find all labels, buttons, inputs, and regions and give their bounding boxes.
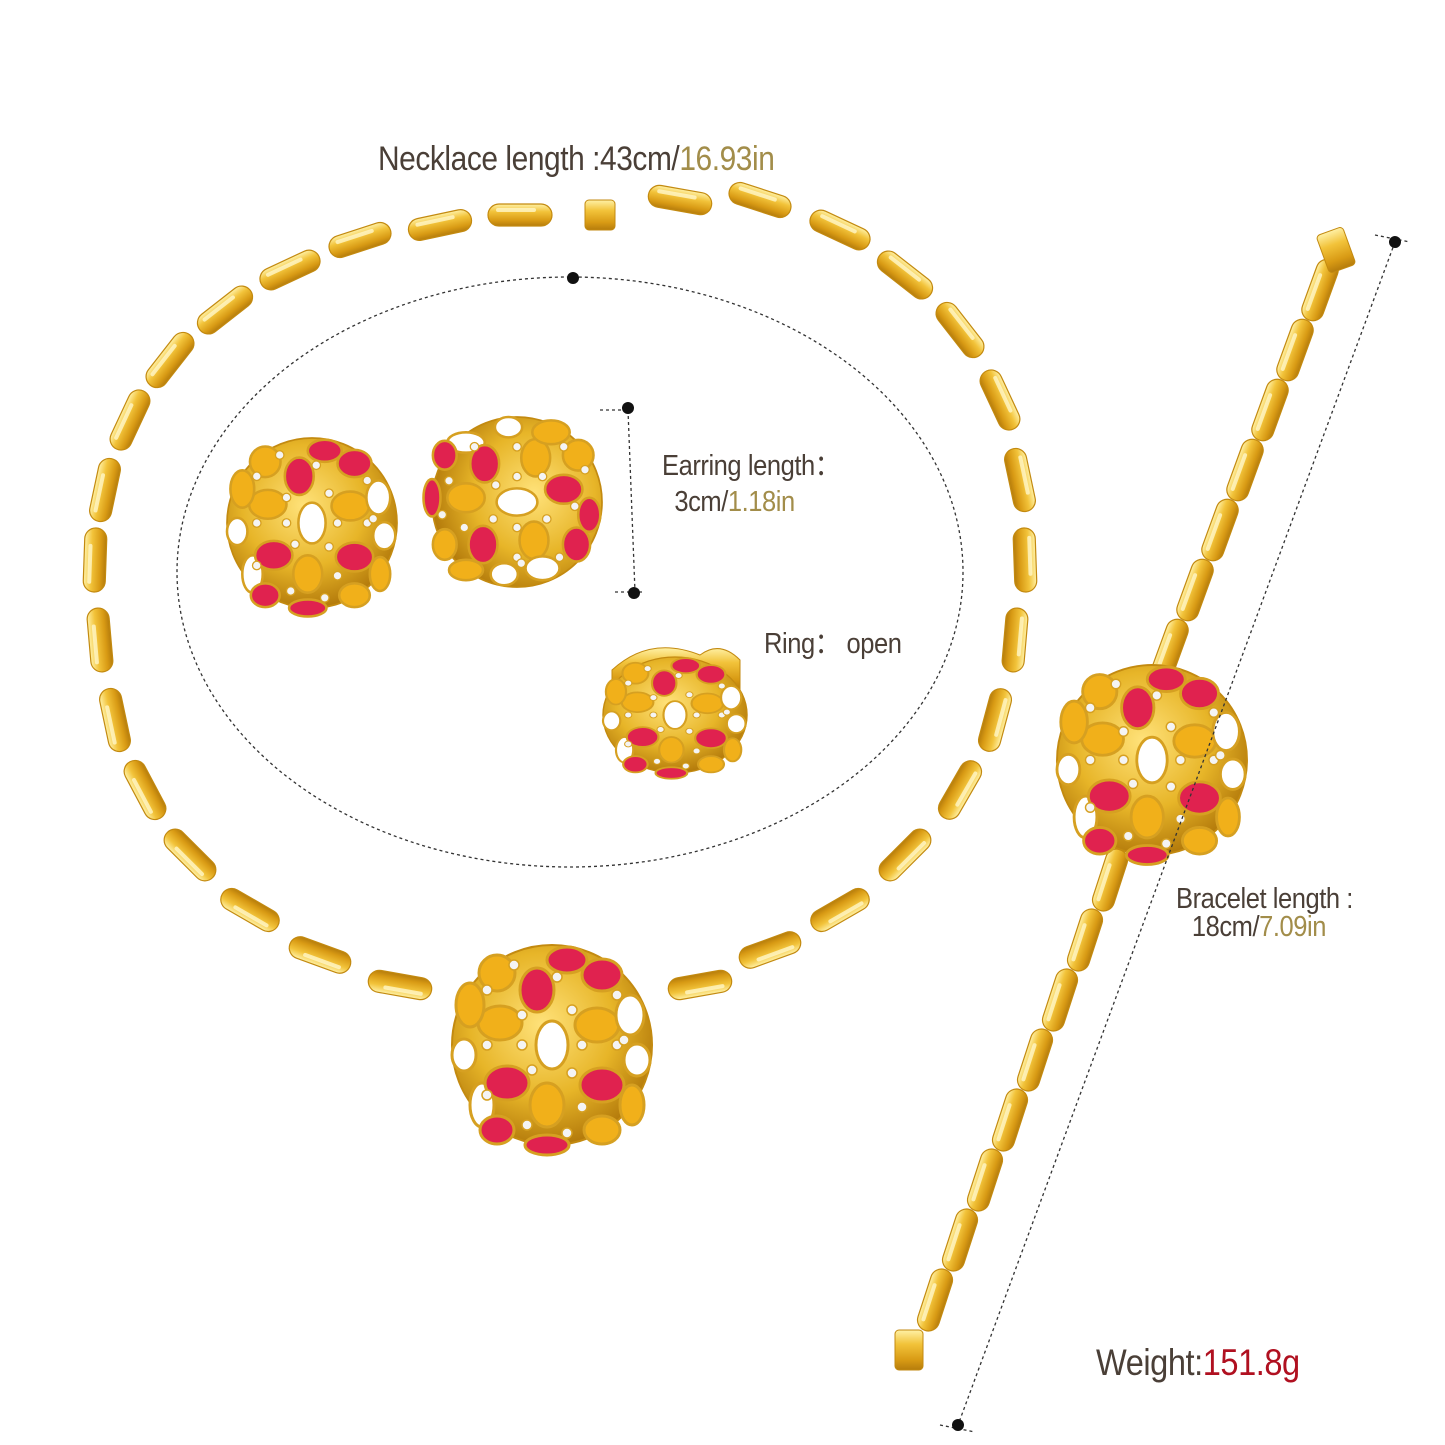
earring-length-label: Earring length： 3cm/1.18in — [662, 448, 840, 520]
bracelet-clasp — [894, 1329, 924, 1371]
bracelet-length-in: 7.09in — [1259, 911, 1327, 943]
necklace-length-label: Necklace length :43cm/16.93in — [378, 140, 775, 179]
earring-left — [225, 436, 399, 618]
earring-length-title: Earring length： — [662, 450, 840, 482]
bracelet — [894, 227, 1356, 1371]
necklace-length-cm: Necklace length :43cm/ — [378, 140, 680, 178]
necklace-length-in: 16.93in — [679, 140, 775, 178]
earring-right — [422, 415, 604, 589]
bracelet-length-cm: 18cm/ — [1191, 911, 1260, 943]
bracelet-dome — [1055, 663, 1249, 866]
earring-length-cm: 3cm/ — [674, 486, 728, 518]
bracelet-length-label: Bracelet length : 18cm/7.09in — [1176, 883, 1353, 943]
weight-title: Weight: — [1096, 1342, 1203, 1383]
bracelet-length-guide — [939, 234, 1411, 1433]
necklace — [82, 179, 1039, 1002]
ring — [601, 647, 749, 780]
bracelet-length-title: Bracelet length : — [1176, 883, 1353, 915]
weight-value: 151.8g — [1202, 1342, 1300, 1383]
earring-length-in: 1.18in — [727, 486, 795, 518]
ring-size-label: Ring： open — [764, 628, 902, 660]
earring-length-guide — [600, 402, 645, 599]
guide-dot — [567, 272, 579, 284]
weight-label: Weight:151.8g — [1096, 1342, 1300, 1384]
necklace-medallion — [450, 943, 654, 1157]
necklace-clasp — [584, 199, 616, 231]
